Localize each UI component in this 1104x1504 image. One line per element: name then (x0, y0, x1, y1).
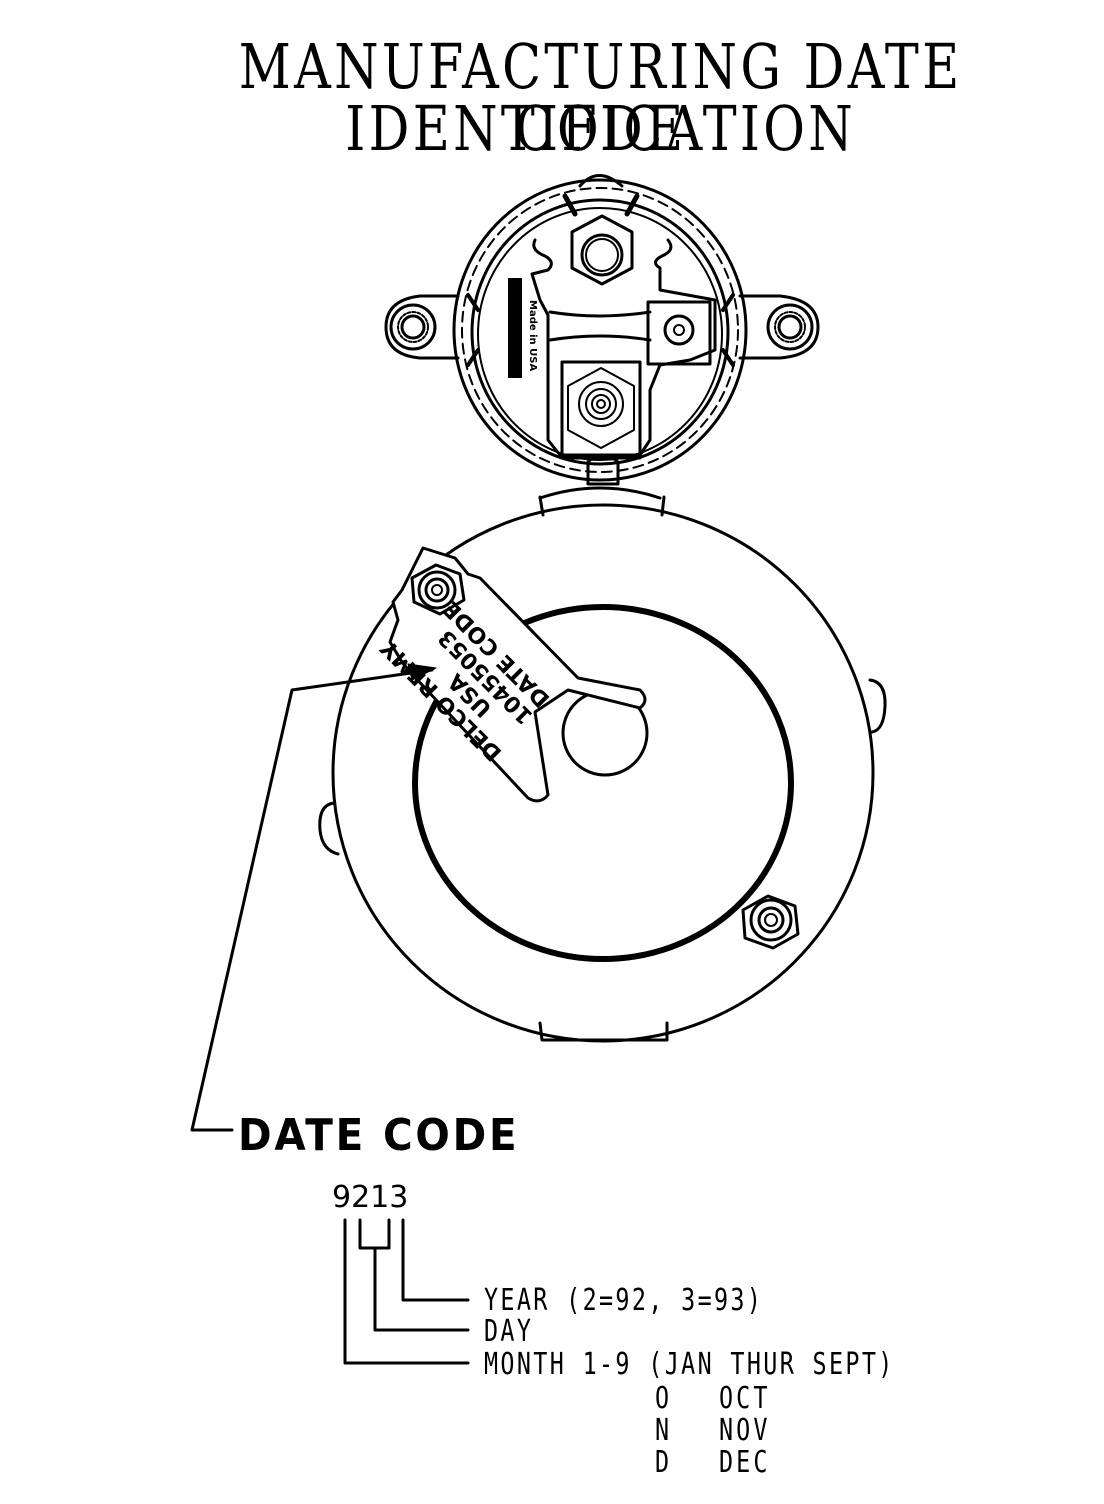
legend-month: MONTH 1-9 (JAN THUR SEPT) (484, 1347, 895, 1382)
date-code-breakdown-lines (343, 1218, 470, 1365)
month-name: OCT (718, 1381, 771, 1416)
month-code: D (655, 1445, 673, 1480)
date-code-leader-line (190, 663, 437, 1132)
svg-text:Made in USA: Made in USA (527, 300, 538, 371)
housing-bolt-lower (741, 894, 800, 950)
page-title-line-2: IDENTIFICATION (345, 92, 856, 165)
month-code: O (655, 1381, 673, 1416)
page-title-line-1: MANUFACTURING DATE CODE (238, 30, 963, 165)
date-code-example: 9213 (332, 1180, 409, 1215)
date-code-callout-label: DATE CODE (238, 1110, 520, 1161)
mounting-ear-left (384, 294, 460, 360)
legend-year: YEAR (2=92, 3=93) (484, 1283, 764, 1318)
legend-day: DAY (484, 1314, 534, 1349)
motor-end-housing (318, 495, 887, 1043)
month-name: NOV (718, 1413, 771, 1448)
mounting-ear-right (738, 294, 820, 360)
solenoid-assembly: Made in USA (384, 174, 820, 500)
month-code: N (655, 1413, 673, 1448)
month-name: DEC (718, 1445, 771, 1480)
date-code-tag: DELCO REMY USA 10455053 DATE CODE (376, 546, 647, 803)
tag-bolt (410, 563, 466, 616)
